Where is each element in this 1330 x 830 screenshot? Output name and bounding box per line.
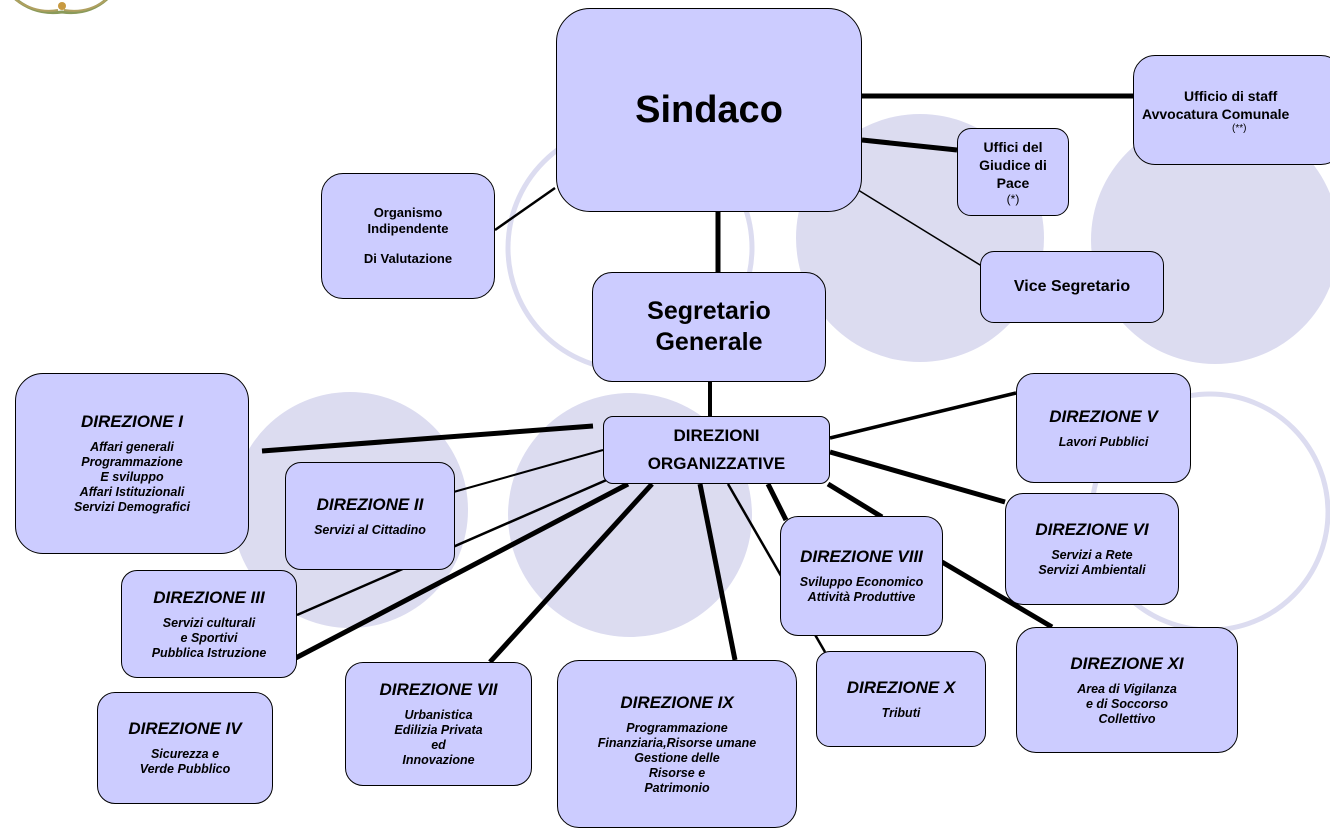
node-staff-note: (**) <box>1232 122 1247 134</box>
node-segretario-generale[interactable]: Segretario Generale <box>592 272 826 382</box>
direzione-subtitle-line: Affari Istituzionali <box>79 485 185 499</box>
node-sindaco[interactable]: Sindaco <box>556 8 862 212</box>
line-direzioni-dir7 <box>488 482 654 664</box>
direzione-subtitle-line: Sviluppo Economico <box>799 575 924 589</box>
direzione-subtitle-line: Urbanistica <box>404 708 473 722</box>
line-dir8-dir11 <box>940 559 1054 630</box>
node-giudice-line3: Pace <box>996 175 1030 191</box>
direzione-title: DIREZIONE VIII <box>800 547 923 566</box>
direzione-subtitle-line: Gestione delle <box>634 750 720 765</box>
node-direzione-10[interactable]: DIREZIONE X Tributi <box>816 651 986 747</box>
direzione-title: DIREZIONE IV <box>128 719 242 738</box>
node-oiv-line3: Di Valutazione <box>363 251 453 266</box>
node-uffici-giudice[interactable]: Uffici del Giudice di Pace (*) <box>957 128 1069 216</box>
direzione-title: DIREZIONE I <box>80 412 183 431</box>
node-segretario-line1: Segretario <box>647 297 771 325</box>
node-giudice-line2: Giudice di <box>979 157 1047 173</box>
node-oiv-line1: Organismo <box>373 205 443 220</box>
line-direzioni-dir2 <box>449 449 604 494</box>
direzione-subtitle-line: Servizi culturali <box>162 615 256 630</box>
node-organismo-valutazione[interactable]: Organismo Indipendente Di Valutazione <box>321 173 495 299</box>
direzione-title: DIREZIONE V <box>1049 406 1158 426</box>
direzione-subtitle-line: Edilizia Privata <box>394 723 483 737</box>
direzione-subtitle-line: Programmazione <box>81 455 183 469</box>
line-direzioni-dir5 <box>829 391 1017 440</box>
node-staff-line2: Avvocatura Comunale <box>1142 105 1290 122</box>
line-sindaco-oiv <box>494 186 556 232</box>
direzione-subtitle-line: Risorse e <box>648 765 706 780</box>
node-sindaco-title: Sindaco <box>635 88 783 131</box>
direzione-subtitle-line: Sicurezza e <box>150 747 220 761</box>
node-direzione-5[interactable]: DIREZIONE V Lavori Pubblici <box>1016 373 1191 483</box>
direzione-subtitle-line: Affari generali <box>90 440 174 454</box>
node-vice-segretario[interactable]: Vice Segretario <box>980 251 1164 323</box>
direzione-subtitle-line: Patrimonio <box>644 780 710 795</box>
direzione-title: DIREZIONE X <box>846 677 956 697</box>
line-direzioni-dir3b <box>286 481 630 665</box>
direzione-subtitle-line: Servizi Ambientali <box>1038 563 1146 577</box>
direzione-subtitle-line: Innovazione <box>402 753 475 767</box>
direzione-subtitle-line: Verde Pubblico <box>139 762 231 776</box>
direzione-subtitle-line: Tributi <box>881 705 921 720</box>
node-giudice-line1: Uffici del <box>983 139 1043 155</box>
direzione-title: DIREZIONE III <box>153 587 265 607</box>
direzione-title: DIREZIONE VI <box>1035 520 1149 539</box>
node-ufficio-staff[interactable]: Ufficio di staff Avvocatura Comunale (**… <box>1133 55 1330 165</box>
municipal-crest-icon <box>14 0 109 15</box>
line-direzioni-dir8 <box>765 482 789 522</box>
direzione-subtitle-line: ed <box>431 738 446 752</box>
direzione-subtitle-line: Collettivo <box>1098 711 1156 726</box>
node-direzioni-organizzative[interactable]: DIREZIONI ORGANIZZATIVE <box>603 416 830 484</box>
direzione-subtitle-line: Servizi al Cittadino <box>314 522 426 537</box>
line-direzioni-dir3 <box>296 473 619 617</box>
line-direzioni-dir9 <box>697 483 738 661</box>
line-direzioni-dir1 <box>261 423 594 454</box>
node-direzioni-line2: ORGANIZZATIVE <box>647 454 786 473</box>
node-vice-title: Vice Segretario <box>1013 278 1131 295</box>
node-giudice-note: (*) <box>1006 192 1020 206</box>
direzione-subtitle-line: Finanziaria,Risorse umane <box>597 735 757 750</box>
node-direzione-2[interactable]: DIREZIONE II Servizi al Cittadino <box>285 462 455 570</box>
direzione-title: DIREZIONE IX <box>620 692 734 712</box>
direzione-subtitle-line: Area di Vigilanza <box>1077 681 1177 696</box>
line-direzioni-dir8b <box>826 481 884 520</box>
node-oiv-line2: Indipendente <box>367 221 449 236</box>
direzione-title: DIREZIONE XI <box>1070 653 1184 673</box>
direzione-subtitle-line: E sviluppo <box>100 470 164 484</box>
direzione-subtitle-line: e di Soccorso <box>1086 696 1168 711</box>
line-sindaco-giudice <box>861 137 958 153</box>
direzione-subtitle-line: Servizi Demografici <box>73 500 190 514</box>
node-staff-line1: Ufficio di staff <box>1184 87 1278 104</box>
direzione-subtitle-line: e Sportivi <box>180 630 238 645</box>
direzione-subtitle-line: Attività Produttive <box>807 590 916 604</box>
direzione-subtitle-line: Pubblica Istruzione <box>151 645 267 660</box>
direzione-title: DIREZIONE II <box>316 494 424 514</box>
node-direzioni-line1: DIREZIONI <box>673 426 760 445</box>
direzione-subtitle-line: Lavori Pubblici <box>1058 434 1149 449</box>
node-segretario-line2: Generale <box>655 328 763 356</box>
direzione-title: DIREZIONE VII <box>379 680 498 699</box>
line-direzioni-dir6 <box>829 449 1006 505</box>
line-sindaco-vice <box>849 184 986 269</box>
direzione-subtitle-line: Servizi a Rete <box>1051 548 1133 562</box>
direzione-subtitle-line: Programmazione <box>626 720 728 735</box>
